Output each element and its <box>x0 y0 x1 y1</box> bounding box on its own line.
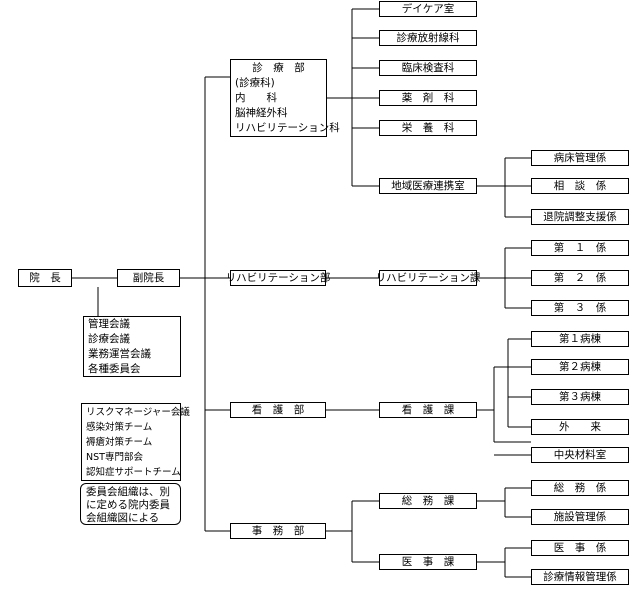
team-item: 褥瘡対策チーム <box>86 436 153 448</box>
nursing-section-label: 看 護 課 <box>401 403 455 416</box>
director-label: 院 長 <box>29 271 61 284</box>
general-affairs-unit-box: 施設管理係 <box>531 509 629 525</box>
clinical-unit-box: 臨床検査科 <box>379 60 477 76</box>
vice-director-box: 副院長 <box>117 269 180 287</box>
clinical-dept-line: 脳神経外科 <box>235 106 288 119</box>
clinical-dept-title: 診 療 部 <box>252 61 305 74</box>
note-line: に定める院内委員 <box>86 499 170 511</box>
nursing-unit-box: 第３病棟 <box>531 389 629 405</box>
teams-box: リスクマネージャー会議 感染対策チーム 褥瘡対策チーム NST専門部会 認知症サ… <box>81 403 190 481</box>
team-item: リスクマネージャー会議 <box>86 406 190 418</box>
general-affairs-unit-label: 施設管理係 <box>553 510 607 523</box>
rehab-unit-box: 第 １ 係 <box>531 240 629 256</box>
medical-affairs-section-label: 医 事 課 <box>401 555 455 568</box>
nursing-section-box: 看 護 課 <box>379 402 477 418</box>
liaison-unit-box: 相 談 係 <box>531 178 629 194</box>
medical-affairs-unit-label: 診療情報管理係 <box>543 570 617 583</box>
nursing-unit-box: 第２病棟 <box>531 359 629 375</box>
admin-dept-box: 事 務 部 <box>230 523 326 539</box>
clinical-unit-box: 薬 剤 科 <box>379 90 477 106</box>
medical-affairs-section-box: 医 事 課 <box>379 554 477 570</box>
rehab-section-label: リハビリテーション課 <box>375 271 481 284</box>
rehab-dept-label: リハビリテーション部 <box>225 271 331 284</box>
team-item: NST専門部会 <box>86 451 143 463</box>
rehab-unit-box: 第 ２ 係 <box>531 270 629 286</box>
nursing-unit-label: 第３病棟 <box>559 390 601 403</box>
liaison-unit-label: 病床管理係 <box>553 151 607 164</box>
medical-affairs-unit-label: 医 事 係 <box>553 541 607 554</box>
rehab-section-box: リハビリテーション課 <box>376 270 480 286</box>
clinical-unit-label: デイケア室 <box>401 2 455 15</box>
nursing-unit-box: 中央材料室 <box>531 447 629 463</box>
nursing-dept-label: 看 護 部 <box>251 403 305 416</box>
clinical-unit-box: 栄 養 科 <box>379 120 477 136</box>
clinical-dept-line: 内 科 <box>235 91 277 104</box>
clinical-dept-line: リハビリテーション科 <box>235 121 340 134</box>
note-line: 会組織図による <box>86 512 160 524</box>
liaison-unit-label: 相 談 係 <box>553 179 607 192</box>
rehab-unit-box: 第 ３ 係 <box>531 300 629 316</box>
clinical-unit-label: 臨床検査科 <box>401 61 455 74</box>
general-affairs-section-box: 総 務 課 <box>379 493 477 509</box>
clinical-unit-label: 薬 剤 科 <box>401 91 455 104</box>
medical-affairs-unit-box: 診療情報管理係 <box>531 569 629 585</box>
rehab-unit-label: 第 １ 係 <box>553 241 607 254</box>
team-item: 感染対策チーム <box>86 421 153 433</box>
nursing-unit-label: 第１病棟 <box>559 332 601 345</box>
rehab-dept-box: リハビリテーション部 <box>226 270 330 286</box>
nursing-dept-box: 看 護 部 <box>230 402 326 418</box>
committee-item: 業務運営会議 <box>88 347 151 360</box>
director-box: 院 長 <box>18 269 72 287</box>
clinical-unit-box: デイケア室 <box>379 1 477 17</box>
rehab-unit-label: 第 ２ 係 <box>553 271 607 284</box>
general-affairs-unit-box: 総 務 係 <box>531 480 629 496</box>
clinical-dept-line: (診療科) <box>235 76 275 89</box>
clinical-unit-box: 地域医療連携室 <box>379 178 477 194</box>
vice-director-label: 副院長 <box>132 271 165 284</box>
clinical-dept-box: 診 療 部 (診療科) 内 科 脳神経外科 リハビリテーション科 <box>230 59 340 137</box>
liaison-unit-box: 退院調整支援係 <box>531 209 629 225</box>
committee-note: 委員会組織は、別 に定める院内委員 会組織図による <box>80 483 181 525</box>
committees-box: 管理会議 診療会議 業務運営会議 各種委員会 <box>83 316 181 377</box>
clinical-unit-label: 地域医療連携室 <box>391 179 465 192</box>
nursing-unit-label: 中央材料室 <box>553 448 607 461</box>
admin-dept-label: 事 務 部 <box>251 524 305 537</box>
committee-item: 診療会議 <box>88 332 130 345</box>
nursing-unit-label: 第２病棟 <box>559 360 601 373</box>
committee-item: 各種委員会 <box>88 362 141 375</box>
team-item: 認知症サポートチーム <box>86 466 181 478</box>
liaison-unit-label: 退院調整支援係 <box>543 210 617 223</box>
nursing-unit-box: 第１病棟 <box>531 331 629 347</box>
medical-affairs-unit-box: 医 事 係 <box>531 540 629 556</box>
clinical-unit-label: 診療放射線科 <box>396 31 460 44</box>
nursing-unit-box: 外 来 <box>531 419 629 435</box>
clinical-unit-label: 栄 養 科 <box>401 121 455 134</box>
note-line: 委員会組織は、別 <box>86 486 170 498</box>
liaison-unit-box: 病床管理係 <box>531 150 629 166</box>
committee-item: 管理会議 <box>88 317 130 330</box>
rehab-unit-label: 第 ３ 係 <box>553 301 607 314</box>
general-affairs-section-label: 総 務 課 <box>401 494 455 507</box>
clinical-unit-box: 診療放射線科 <box>379 30 477 46</box>
general-affairs-unit-label: 総 務 係 <box>553 481 607 494</box>
nursing-unit-label: 外 来 <box>559 420 601 433</box>
